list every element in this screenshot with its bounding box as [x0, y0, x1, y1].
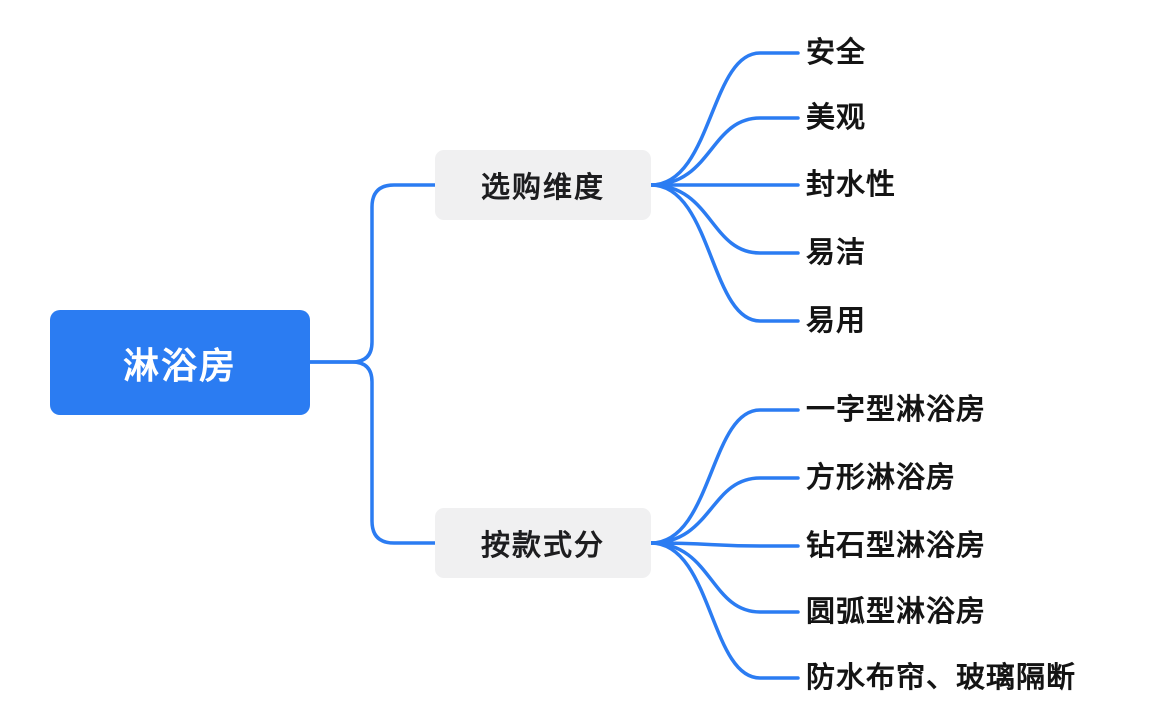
root-node: 淋浴房 [50, 310, 310, 415]
edge-branch1-leaf4 [649, 183, 800, 255]
leaf-node-easy-clean: 易洁 [806, 237, 867, 269]
edge-branch1-leaf2 [649, 116, 800, 187]
edge-branch2-leaf1 [649, 408, 800, 545]
leaf-node-straight-type: 一字型淋浴房 [806, 394, 987, 426]
leaf-node-square-type: 方形淋浴房 [806, 462, 957, 494]
leaf-node-diamond-type: 钻石型淋浴房 [806, 530, 987, 562]
branch-node-label: 选购维度 [480, 172, 605, 204]
leaf-node-curtain-partition: 防水布帘、玻璃隔断 [806, 662, 1077, 694]
leaf-node-arc-type: 圆弧型淋浴房 [806, 596, 987, 628]
branch-node-selection-dimensions: 选购维度 [435, 150, 651, 220]
leaf-node-safety: 安全 [806, 37, 867, 69]
leaf-node-easy-use: 易用 [806, 305, 867, 337]
edge-branch2-leaf3 [649, 541, 800, 548]
edge-branch2-leaf2 [649, 476, 800, 545]
branch-node-by-style: 按款式分 [435, 508, 651, 578]
edge-branch2-leaf5 [649, 541, 800, 680]
edge-branch2-leaf4 [649, 541, 800, 614]
leaf-node-aesthetics: 美观 [806, 102, 867, 134]
root-node-label: 淋浴房 [122, 344, 237, 386]
edge-root-branch1 [308, 183, 437, 364]
edge-branch1-leaf1 [649, 51, 800, 187]
branch-node-label: 按款式分 [480, 530, 605, 562]
edge-branch1-leaf5 [649, 183, 800, 323]
leaf-node-water-sealing: 封水性 [806, 169, 897, 201]
edge-root-branch2 [308, 360, 437, 545]
